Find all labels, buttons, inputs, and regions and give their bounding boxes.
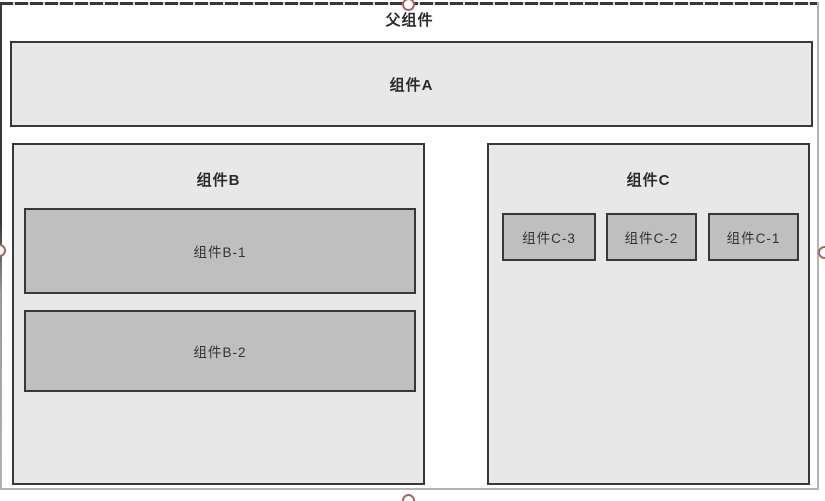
component-c3-box: 组件C-3 <box>502 213 596 261</box>
selection-border-right <box>817 2 819 490</box>
parent-component-label: 父组件 <box>385 12 434 29</box>
component-b-label: 组件B <box>196 172 241 189</box>
selection-handle-right[interactable] <box>818 246 825 259</box>
component-c-label: 组件C <box>626 172 671 189</box>
component-b-box: 组件B 组件B-1 组件B-2 <box>12 143 425 485</box>
component-c1-box: 组件C-1 <box>708 213 799 261</box>
selection-handle-left[interactable] <box>0 244 6 257</box>
component-c2-box: 组件C-2 <box>606 213 697 261</box>
component-b1-box: 组件B-1 <box>24 208 416 294</box>
component-b2-box: 组件B-2 <box>24 310 416 392</box>
component-a-box: 组件A <box>10 41 813 127</box>
selection-handle-bottom[interactable] <box>402 494 415 501</box>
selection-border-bottom <box>0 488 819 490</box>
selection-handle-top[interactable] <box>402 0 415 11</box>
component-c-box: 组件C 组件C-3 组件C-2 组件C-1 <box>487 143 810 485</box>
component-a-label: 组件A <box>389 76 434 94</box>
